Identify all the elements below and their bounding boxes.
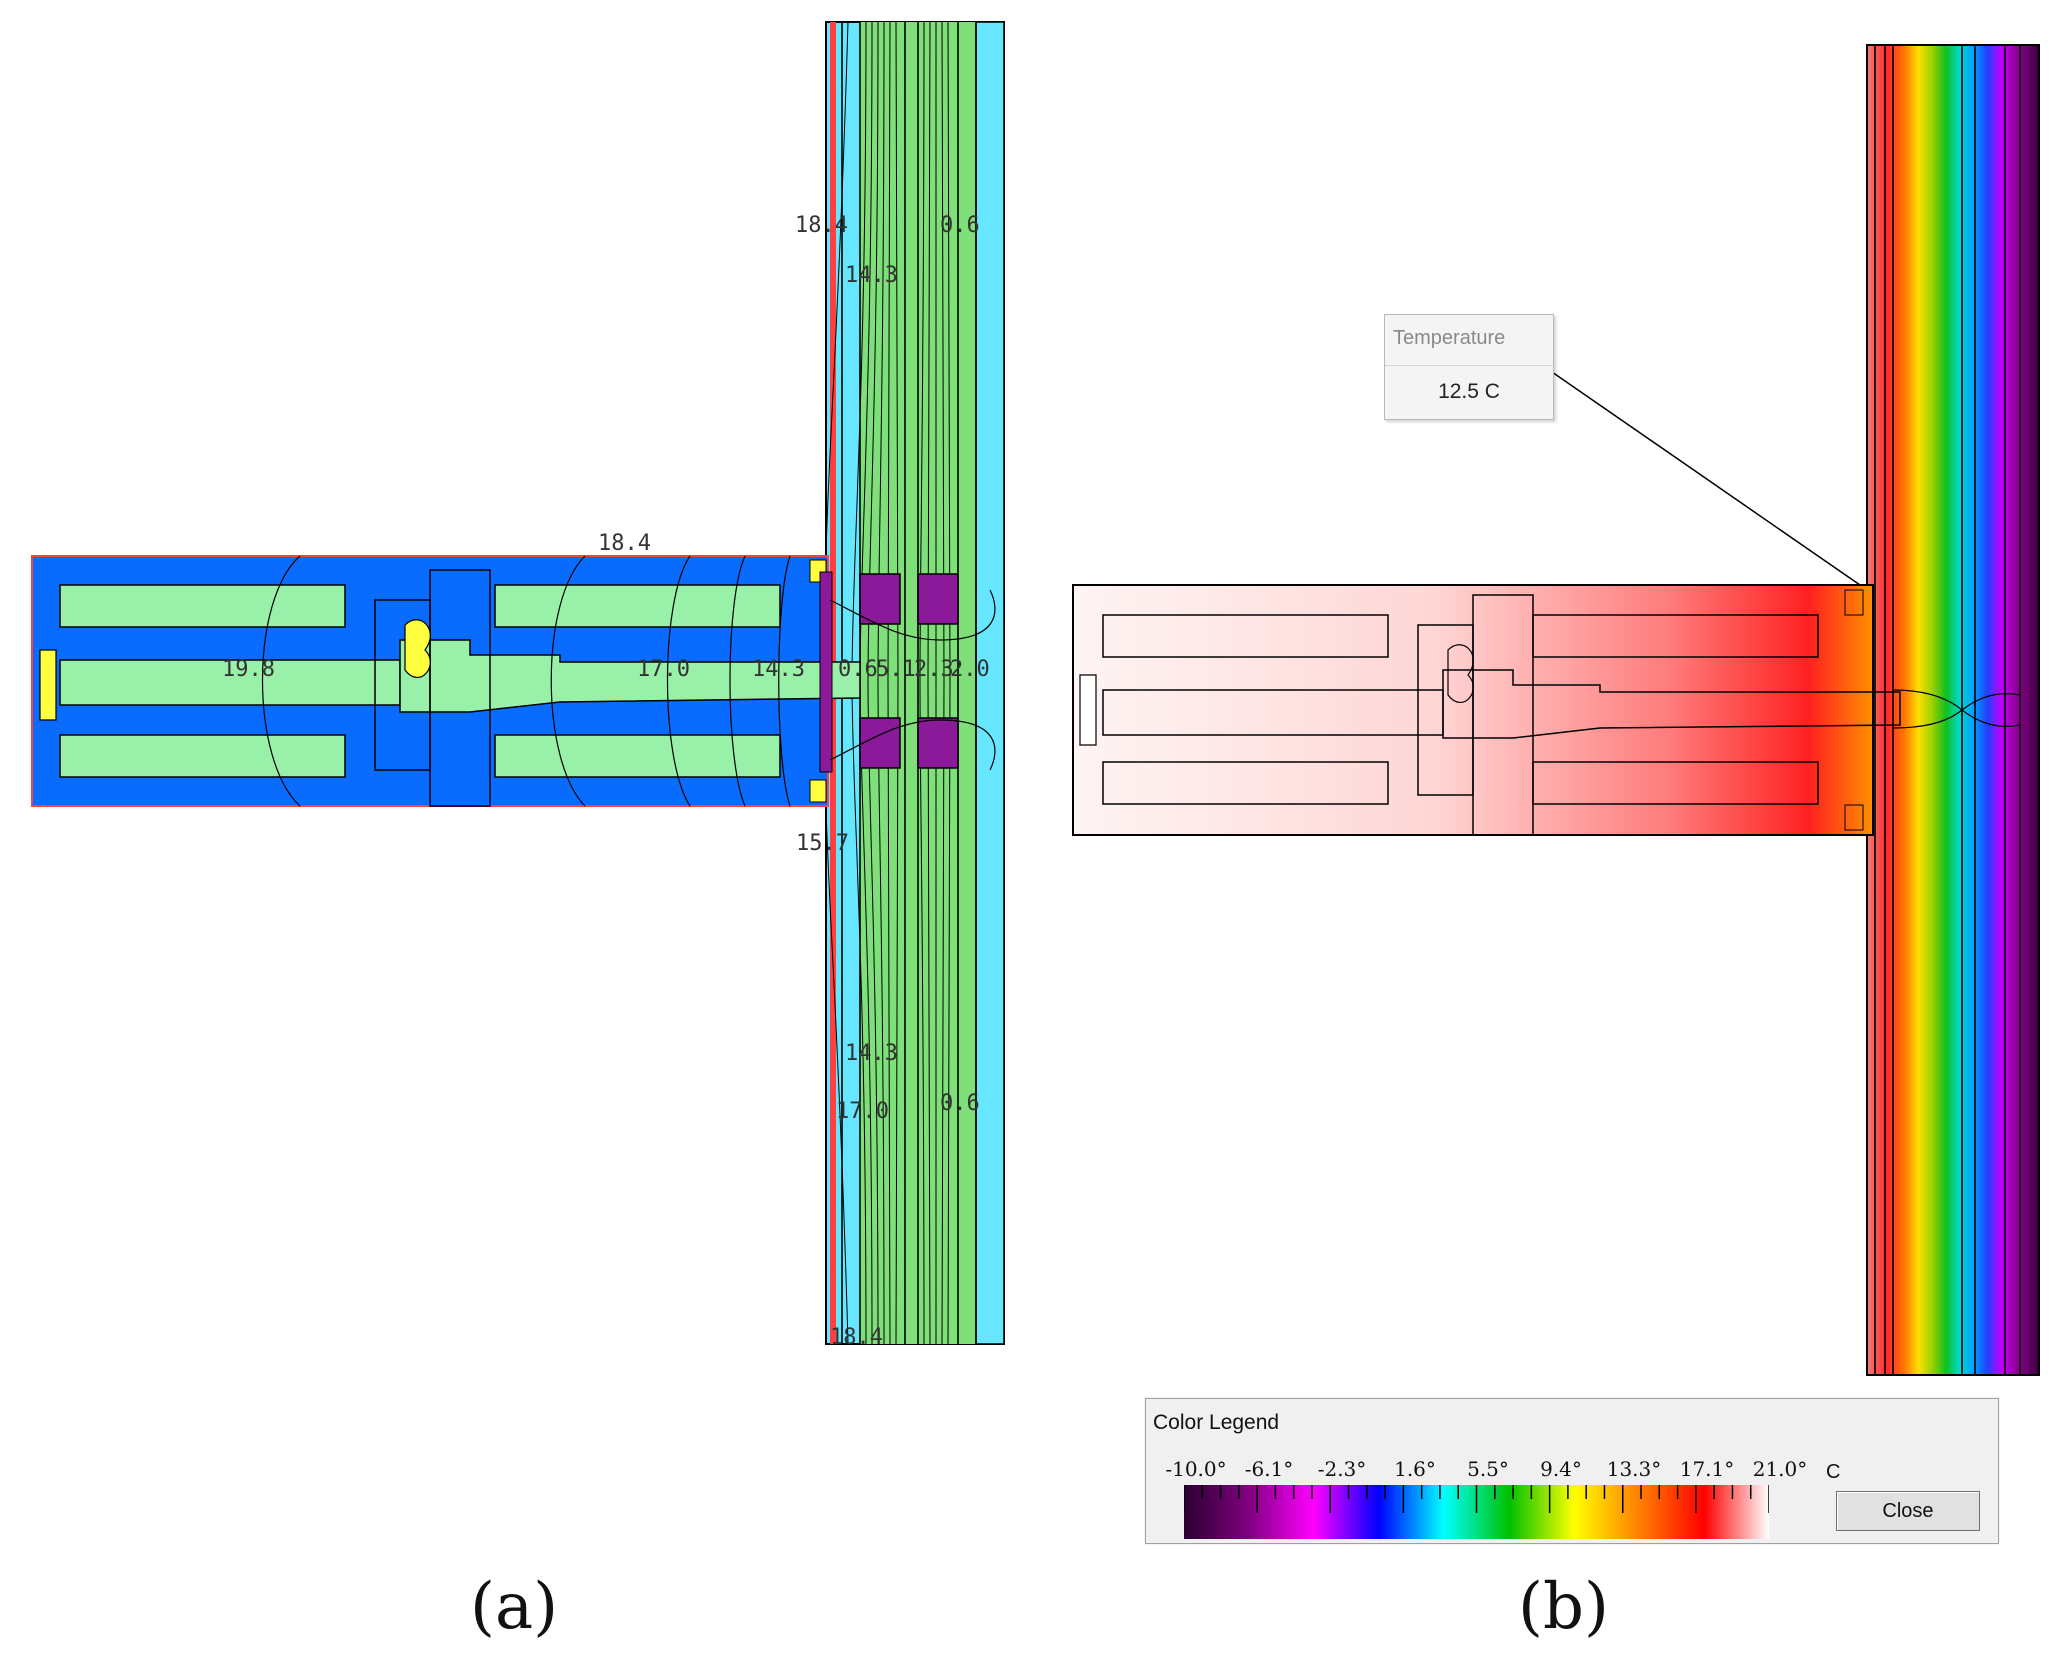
isotherm-label: 18.4 [795, 213, 848, 238]
close-button[interactable]: Close [1836, 1491, 1980, 1531]
isotherm-label: 18.4 [830, 1325, 883, 1350]
legend-tick-label: 5.5° [1467, 1457, 1509, 1481]
caption-b: (b) [1518, 1570, 1609, 1644]
wall-section [1866, 44, 2040, 1376]
legend-tick-label: -10.0° [1165, 1457, 1227, 1481]
isotherm-label: 0.6 [940, 213, 980, 238]
isotherm-label: 18.4 [598, 531, 651, 556]
isotherm-label: 15.7 [796, 831, 849, 856]
legend-tick-label: 13.3° [1606, 1457, 1662, 1481]
tooltip-divider [1385, 365, 1553, 366]
frame-section [1072, 584, 2021, 836]
caption-a: (a) [470, 1570, 559, 1644]
isotherm-diagram: 18.4 14.3 0.6 18.4 19.8 17.0 14.3 0.6 5.… [31, 21, 1005, 1350]
isotherm-label: 5.1 [876, 657, 916, 682]
isotherm-label: 17.0 [637, 657, 690, 682]
legend-tick-label: -6.1° [1244, 1457, 1294, 1481]
horizontal-section [31, 555, 996, 807]
color-legend-unit: C [1826, 1461, 1841, 1483]
legend-tick-label: 21.0° [1752, 1457, 1808, 1481]
isotherm-label: 19.8 [222, 657, 275, 682]
tooltip-title: Temperature [1393, 327, 1506, 349]
tooltip-leader-line [1551, 371, 1861, 586]
legend-tick-label: -2.3° [1317, 1457, 1367, 1481]
legend-tick-label: 1.6° [1394, 1457, 1436, 1481]
isotherm-label: 2.0 [950, 657, 990, 682]
legend-tick-label: 17.1° [1679, 1457, 1735, 1481]
isotherm-label: 14.3 [752, 657, 805, 682]
color-legend-gradient-bar [1184, 1485, 1769, 1539]
isotherm-label: 0.6 [940, 1091, 980, 1116]
tooltip-value: 12.5 C [1438, 380, 1500, 403]
color-legend-title: Color Legend [1153, 1411, 1280, 1434]
temperature-diagram [1072, 44, 2040, 1376]
isotherm-label: 17.0 [836, 1099, 889, 1124]
isotherm-labels: 18.4 14.3 0.6 18.4 19.8 17.0 14.3 0.6 5.… [222, 213, 990, 1350]
color-legend-ticks: -10.0° -6.1° -2.3° 1.6° 5.5° 9.4° 13.3° … [1156, 1457, 1807, 1483]
isotherm-label: 2.3 [914, 657, 954, 682]
isotherm-label: 14.3 [845, 263, 898, 288]
legend-tick-label: 9.4° [1540, 1457, 1582, 1481]
temperature-tooltip: Temperature 12.5 C [1384, 314, 1554, 420]
isotherm-label: 0.6 [838, 657, 878, 682]
color-legend-window: Color Legend -10.0° -6.1° -2.3° 1.6° 5.5… [1145, 1398, 1999, 1544]
isotherm-label: 14.3 [845, 1041, 898, 1066]
